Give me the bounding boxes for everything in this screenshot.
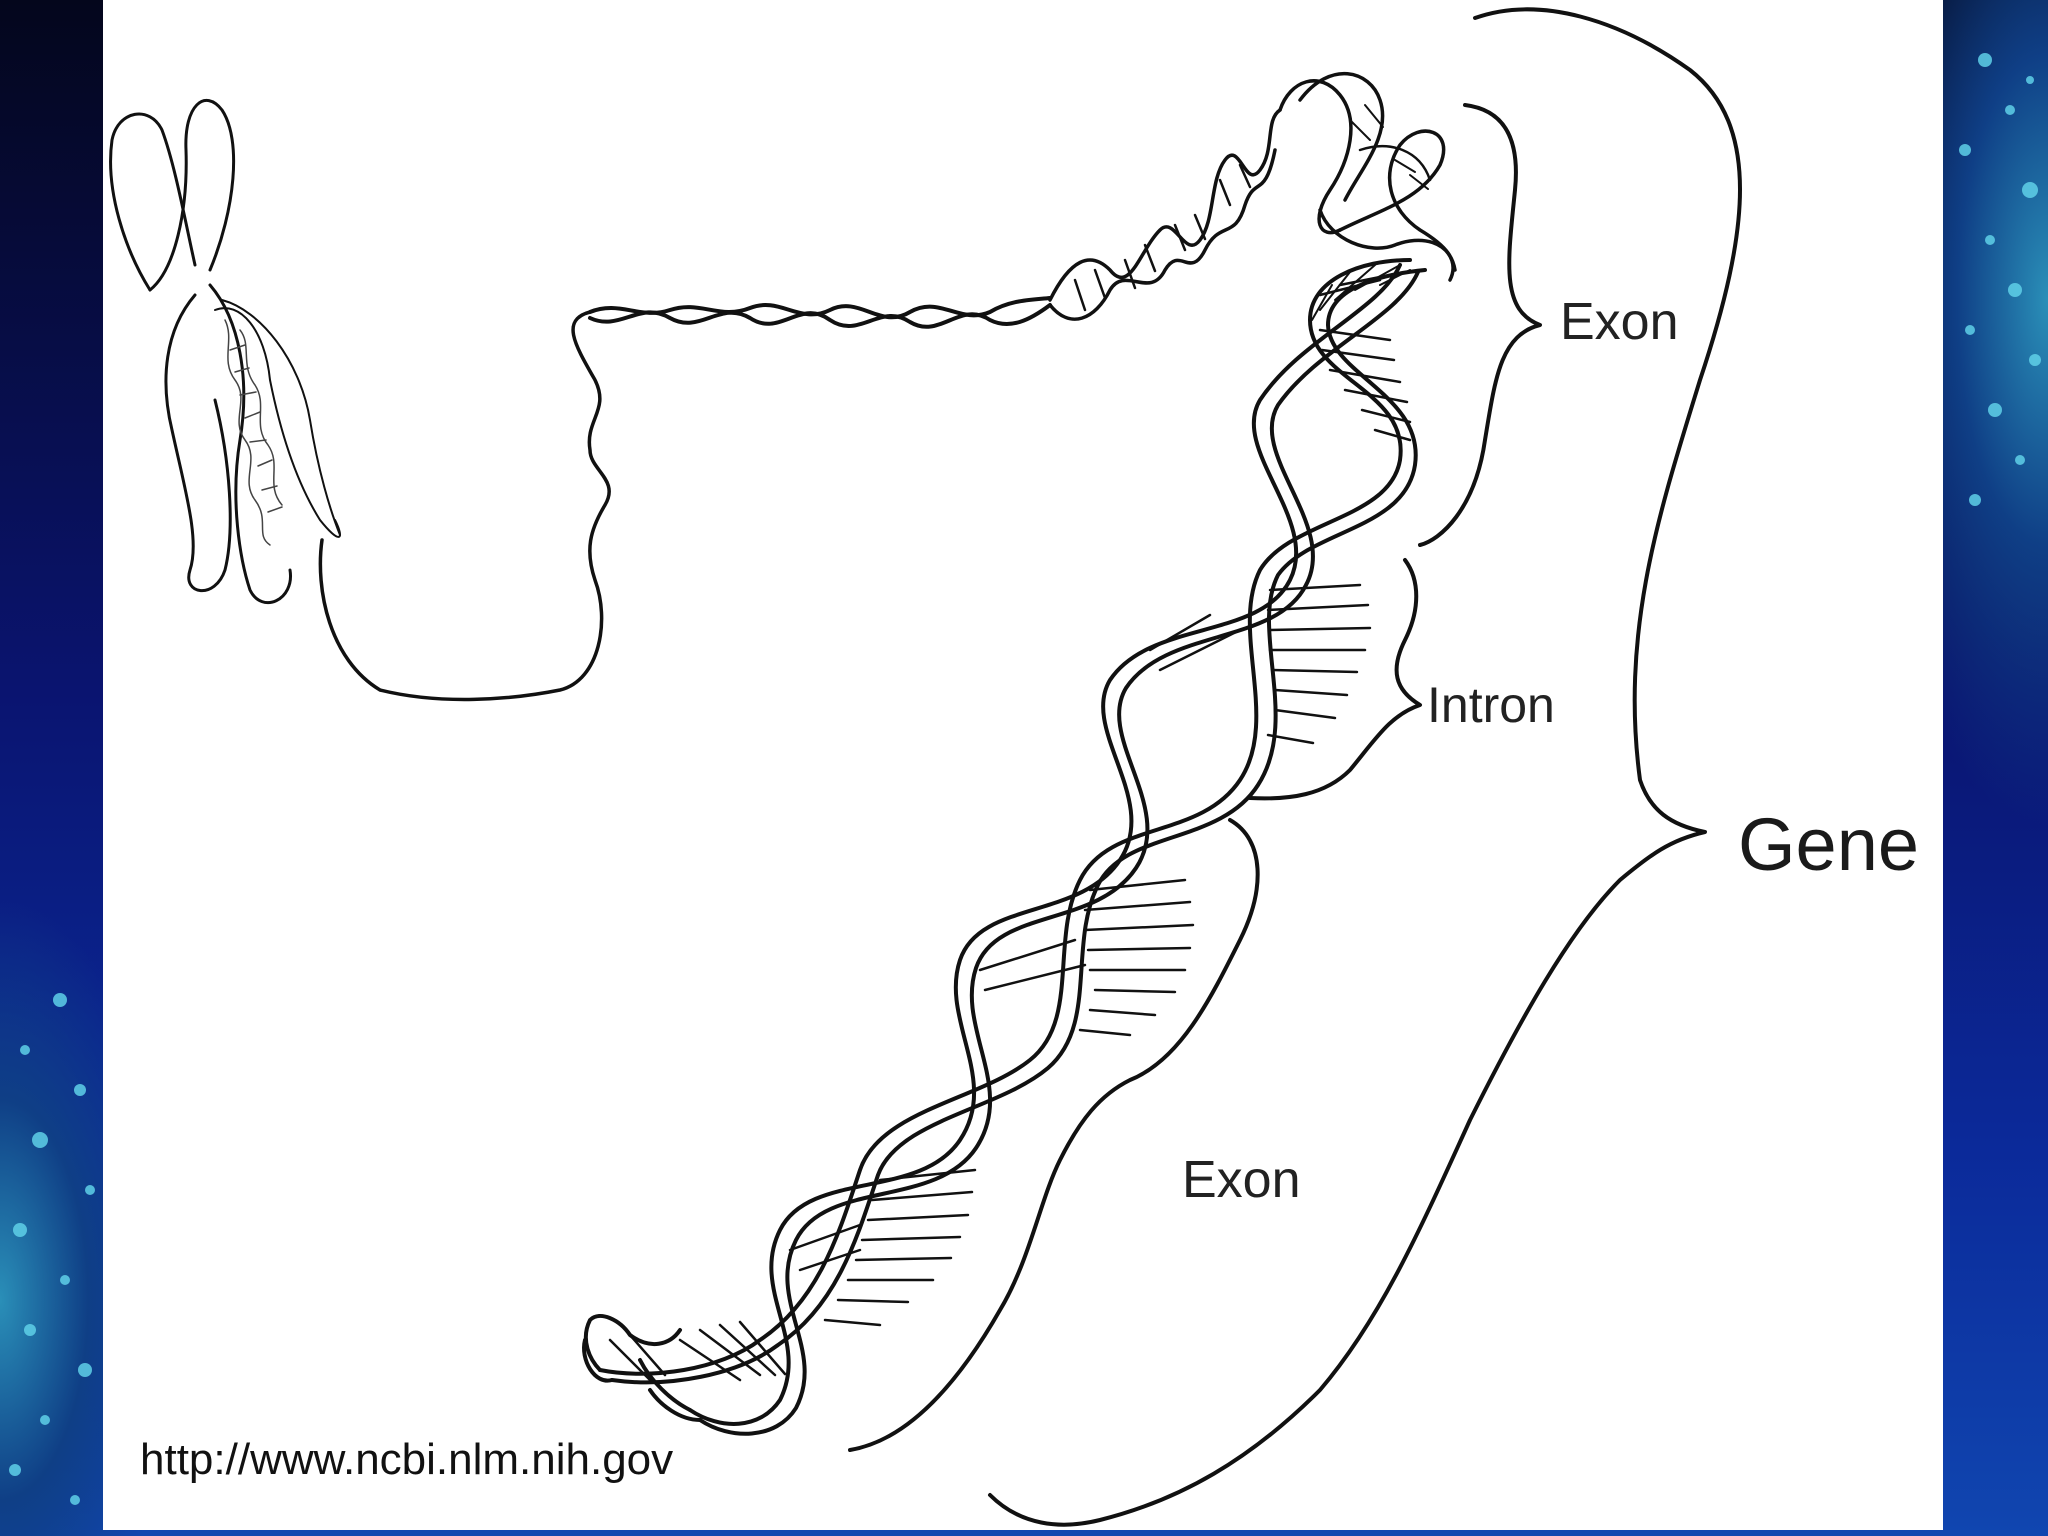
dna-helix-top xyxy=(1048,108,1282,321)
gene-label: Gene xyxy=(1738,803,1920,886)
dna-helix-icon xyxy=(582,258,1427,1436)
dna-twist-thin xyxy=(588,296,1052,329)
source-url: http://www.ncbi.nlm.nih.gov xyxy=(140,1435,674,1484)
dna-thread xyxy=(318,310,611,702)
exon-label-top: Exon xyxy=(1560,293,1679,351)
intron-label: Intron xyxy=(1427,677,1555,733)
chromatin-texture xyxy=(224,319,283,546)
dna-base-pairs xyxy=(608,273,1412,1382)
dna-base-pairs-upper xyxy=(1311,264,1411,321)
chromosome-icon xyxy=(109,98,341,604)
dna-coil-loop xyxy=(1278,72,1457,282)
brace-icon xyxy=(848,7,1742,1527)
exon-label-bottom: Exon xyxy=(1182,1151,1301,1209)
